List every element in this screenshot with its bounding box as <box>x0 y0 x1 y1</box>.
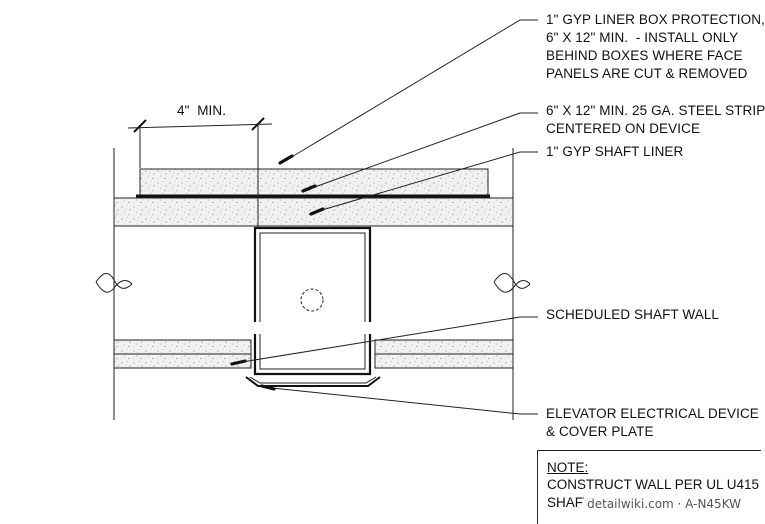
callout-gyp-box-line-4: PANELS ARE CUT & REMOVED <box>546 66 748 81</box>
face-panel-left-2 <box>113 353 252 369</box>
leader-tick-steel-strip <box>301 184 317 193</box>
leader-tick-gyp-box <box>278 154 294 165</box>
callout-steel-strip-line-1: 6" X 12" MIN. 25 GA. STEEL STRIP <box>546 103 765 118</box>
leader-elevator-device <box>271 387 538 415</box>
leader-shaft-liner <box>321 151 538 211</box>
callout-gyp-box-line-3: BEHIND BOXES WHERE FACE <box>546 48 743 63</box>
face-panel-right-1 <box>374 339 514 355</box>
dimension-line <box>127 123 273 129</box>
callout-steel-strip-line-2: CENTERED ON DEVICE <box>546 121 701 136</box>
leader-tick-elevator-device <box>260 384 276 391</box>
face-panel-left-1 <box>113 339 252 355</box>
leader-tick-shaft-wall <box>230 359 247 366</box>
leader-ticks <box>230 154 325 391</box>
leader-lines <box>241 19 538 415</box>
electrical-box-inner <box>259 232 366 370</box>
gyp-liner-box-panel <box>139 168 489 196</box>
break-symbol-right <box>493 273 531 289</box>
callout-shaft-wall: SCHEDULED SHAFT WALL <box>546 307 720 322</box>
callout-shaft-liner: 1" GYP SHAFT LINER <box>546 144 684 159</box>
dimension-label: 4" MIN. <box>177 103 227 118</box>
callout-elevator-device-line-1: ELEVATOR ELECTRICAL DEVICE <box>546 406 759 421</box>
callout-gyp-box-line-2: 6" X 12" MIN. - INSTALL ONLY <box>546 30 739 45</box>
leader-shaft-wall <box>241 316 538 363</box>
watermark: detailwiki.com · A-N45KW <box>584 497 744 511</box>
leader-gyp-box <box>289 19 538 159</box>
callout-elevator-device-line-2: & COVER PLATE <box>546 424 654 439</box>
callout-gyp-box-line-1: 1" GYP LINER BOX PROTECTION, <box>546 12 765 27</box>
note-line-2: SHAFT <box>547 495 592 510</box>
leader-steel-strip <box>311 112 538 189</box>
break-symbol-left-2 <box>95 280 133 293</box>
face-panel-right-2 <box>374 353 514 369</box>
cover-plate-inner <box>249 376 377 384</box>
break-symbol-right-2 <box>493 280 531 293</box>
cover-plate <box>245 376 381 387</box>
note-box: NOTE: CONSTRUCT WALL PER UL U415 SHAFT <box>537 450 761 524</box>
electrical-box <box>253 226 372 376</box>
note-title: NOTE: <box>547 460 589 475</box>
knockout-circle <box>300 288 324 312</box>
leader-tick-shaft-liner <box>309 207 325 216</box>
break-symbol-left <box>95 273 133 289</box>
note-line-1: CONSTRUCT WALL PER UL U415 <box>547 477 760 492</box>
